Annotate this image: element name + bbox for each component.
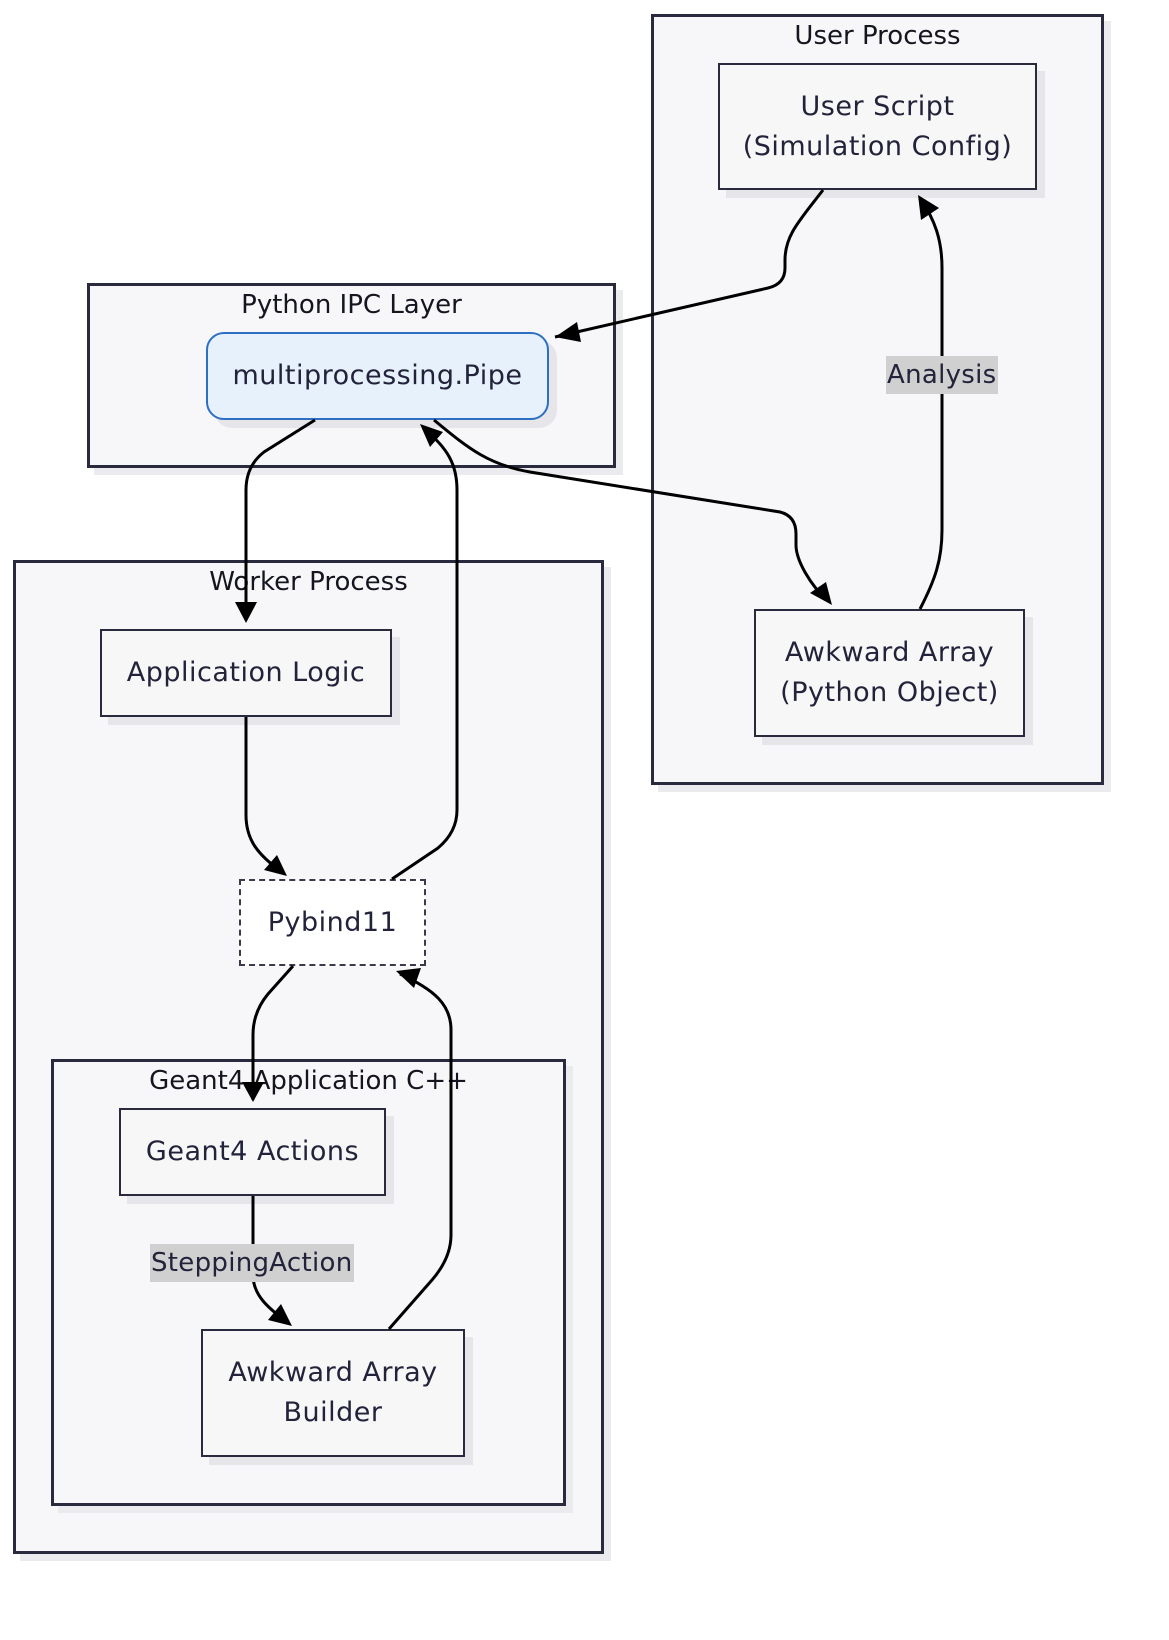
worker-process-title: Worker Process — [209, 567, 408, 597]
pybind11-label: Pybind11 — [267, 906, 398, 938]
application-logic-label: Application Logic — [126, 657, 366, 688]
awkward-builder-line2: Builder — [283, 1397, 383, 1428]
geant4-actions-label: Geant4 Actions — [145, 1136, 360, 1167]
python-ipc-title: Python IPC Layer — [241, 290, 462, 320]
awkward-array-python-node[interactable]: Awkward Array (Python Object) — [754, 609, 1025, 737]
awkward-array-builder-node[interactable]: Awkward Array Builder — [201, 1329, 465, 1457]
user-script-node[interactable]: User Script (Simulation Config) — [718, 63, 1037, 190]
geant4-actions-node[interactable]: Geant4 Actions — [119, 1108, 386, 1196]
user-process-title: User Process — [794, 21, 961, 51]
application-logic-node[interactable]: Application Logic — [100, 629, 392, 717]
pybind11-node[interactable]: Pybind11 — [239, 879, 426, 966]
stepping-action-edge-label: SteppingAction — [150, 1244, 354, 1282]
analysis-edge-label: Analysis — [886, 356, 998, 394]
awkward-array-line2: (Python Object) — [780, 677, 999, 708]
multiprocessing-pipe-label: multiprocessing.Pipe — [232, 360, 523, 391]
awkward-array-line1: Awkward Array — [784, 637, 995, 668]
user-script-line1: User Script — [800, 90, 955, 122]
multiprocessing-pipe-node[interactable]: multiprocessing.Pipe — [206, 332, 549, 420]
user-script-line2: (Simulation Config) — [742, 130, 1013, 162]
geant4-application-title: Geant4 Application C++ — [149, 1066, 468, 1096]
awkward-builder-line1: Awkward Array — [228, 1357, 438, 1388]
